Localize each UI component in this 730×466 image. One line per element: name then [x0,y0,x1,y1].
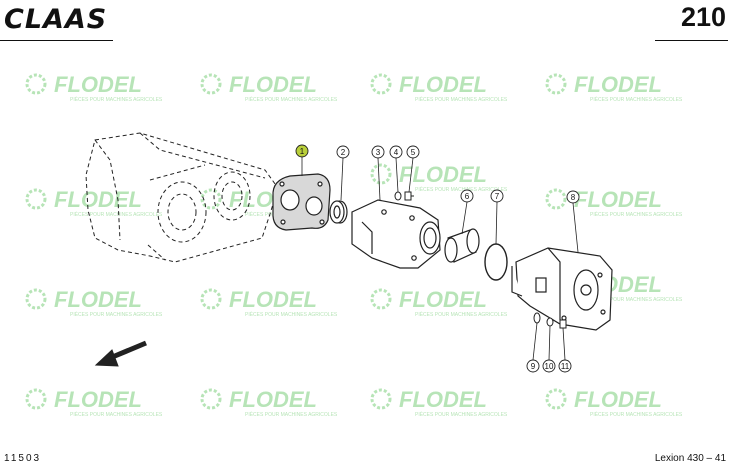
callout-11: 11 [558,359,572,373]
callout-label: 5 [411,148,416,157]
watermark-text: FLODEL [574,187,662,212]
watermark-text: FLODEL [229,387,317,412]
shaft-seal-part [329,200,348,224]
travel-direction-arrow [94,340,147,367]
brand-underline [0,40,113,41]
callout-1: 1 [295,144,309,158]
callout-leader-line [408,157,414,193]
callout-label: 8 [571,193,576,202]
callout-label: 1 [300,147,305,156]
watermark-text: FLODEL [574,387,662,412]
watermark-text: FLODEL [399,162,487,187]
watermark-text: FLODEL [229,287,317,312]
watermark-subtext: PIÈCES POUR MACHINES AGRICOLES [70,311,163,318]
washer-part [394,191,402,201]
callout-label: 6 [465,192,470,201]
drawing-code: 11503 [4,453,42,464]
watermark-subtext: PIÈCES POUR MACHINES AGRICOLES [70,411,163,418]
callout-leaders [301,157,579,361]
callout-layer: 1 2 3 4 5 6 7 8 9 10 11 [295,144,580,373]
callout-label: 10 [545,362,554,371]
washer-part-9 [533,312,541,324]
bolt-part-11 [559,319,567,329]
watermark-text: FLODEL [229,72,317,97]
callout-label: 2 [341,148,346,157]
callout-leader-line [461,201,468,235]
watermark-subtext: PIÈCES POUR MACHINES AGRICOLES [70,211,163,218]
watermark-subtext: PIÈCES POUR MACHINES AGRICOLES [415,96,508,103]
callout-7: 7 [490,189,504,203]
callout-label: 11 [561,362,570,371]
model-label: Lexion 430 – 41 [654,453,726,464]
watermark-text: FLODEL [574,72,662,97]
brand-logo: CLAAS [4,4,108,35]
callout-9: 9 [526,359,540,373]
watermark-text: FLODEL [399,287,487,312]
gearbox-housing [85,132,279,263]
callout-leader-line [377,157,381,201]
o-ring-part [484,243,508,281]
callout-leader-line [572,202,579,253]
watermark-subtext: PIÈCES POUR MACHINES AGRICOLES [415,186,508,193]
watermark-text: FLODEL [399,72,487,97]
callout-leader-line [548,325,551,361]
watermark-text: FLODEL [54,187,142,212]
page-number-underline [655,40,728,41]
callout-8: 8 [566,190,580,204]
callout-3: 3 [371,145,385,159]
callout-label: 9 [531,362,536,371]
callout-6: 6 [460,189,474,203]
callout-label: 7 [495,192,500,201]
adapter-housing-part [351,199,441,269]
callout-leader-line [562,327,566,361]
callout-leader-line [495,201,498,245]
watermark-text: FLODEL [54,287,142,312]
watermark-text: FLODEL [54,387,142,412]
watermark-subtext: PIÈCES POUR MACHINES AGRICOLES [590,211,683,218]
watermark-subtext: PIÈCES POUR MACHINES AGRICOLES [590,96,683,103]
watermark-subtext: PIÈCES POUR MACHINES AGRICOLES [415,311,508,318]
callout-leader-line [532,322,538,361]
callout-label: 4 [394,148,399,157]
callout-leader-line [340,157,344,201]
watermark-subtext: PIÈCES POUR MACHINES AGRICOLES [590,411,683,418]
callout-leader-line [395,157,399,193]
watermark-subtext: PIÈCES POUR MACHINES AGRICOLES [245,96,338,103]
watermark-subtext: PIÈCES POUR MACHINES AGRICOLES [245,411,338,418]
callout-2: 2 [336,145,350,159]
coupling-sleeve-part [444,228,480,263]
watermark-text: FLODEL [399,387,487,412]
watermark-subtext: PIÈCES POUR MACHINES AGRICOLES [415,411,508,418]
watermark-subtext: PIÈCES POUR MACHINES AGRICOLES [245,311,338,318]
screw-part [404,191,414,201]
watermark-subtext: PIÈCES POUR MACHINES AGRICOLES [590,296,683,303]
hydraulic-pump-part [511,247,613,331]
watermark-subtext: PIÈCES POUR MACHINES AGRICOLES [70,96,163,103]
page-number: 210 [680,2,726,32]
callout-5: 5 [406,145,420,159]
watermark-text: FLODEL [54,72,142,97]
callout-10: 10 [542,359,556,373]
callout-4: 4 [389,145,403,159]
gasket-part [272,173,331,231]
callout-label: 3 [376,148,381,157]
washer-part-10 [546,317,554,327]
